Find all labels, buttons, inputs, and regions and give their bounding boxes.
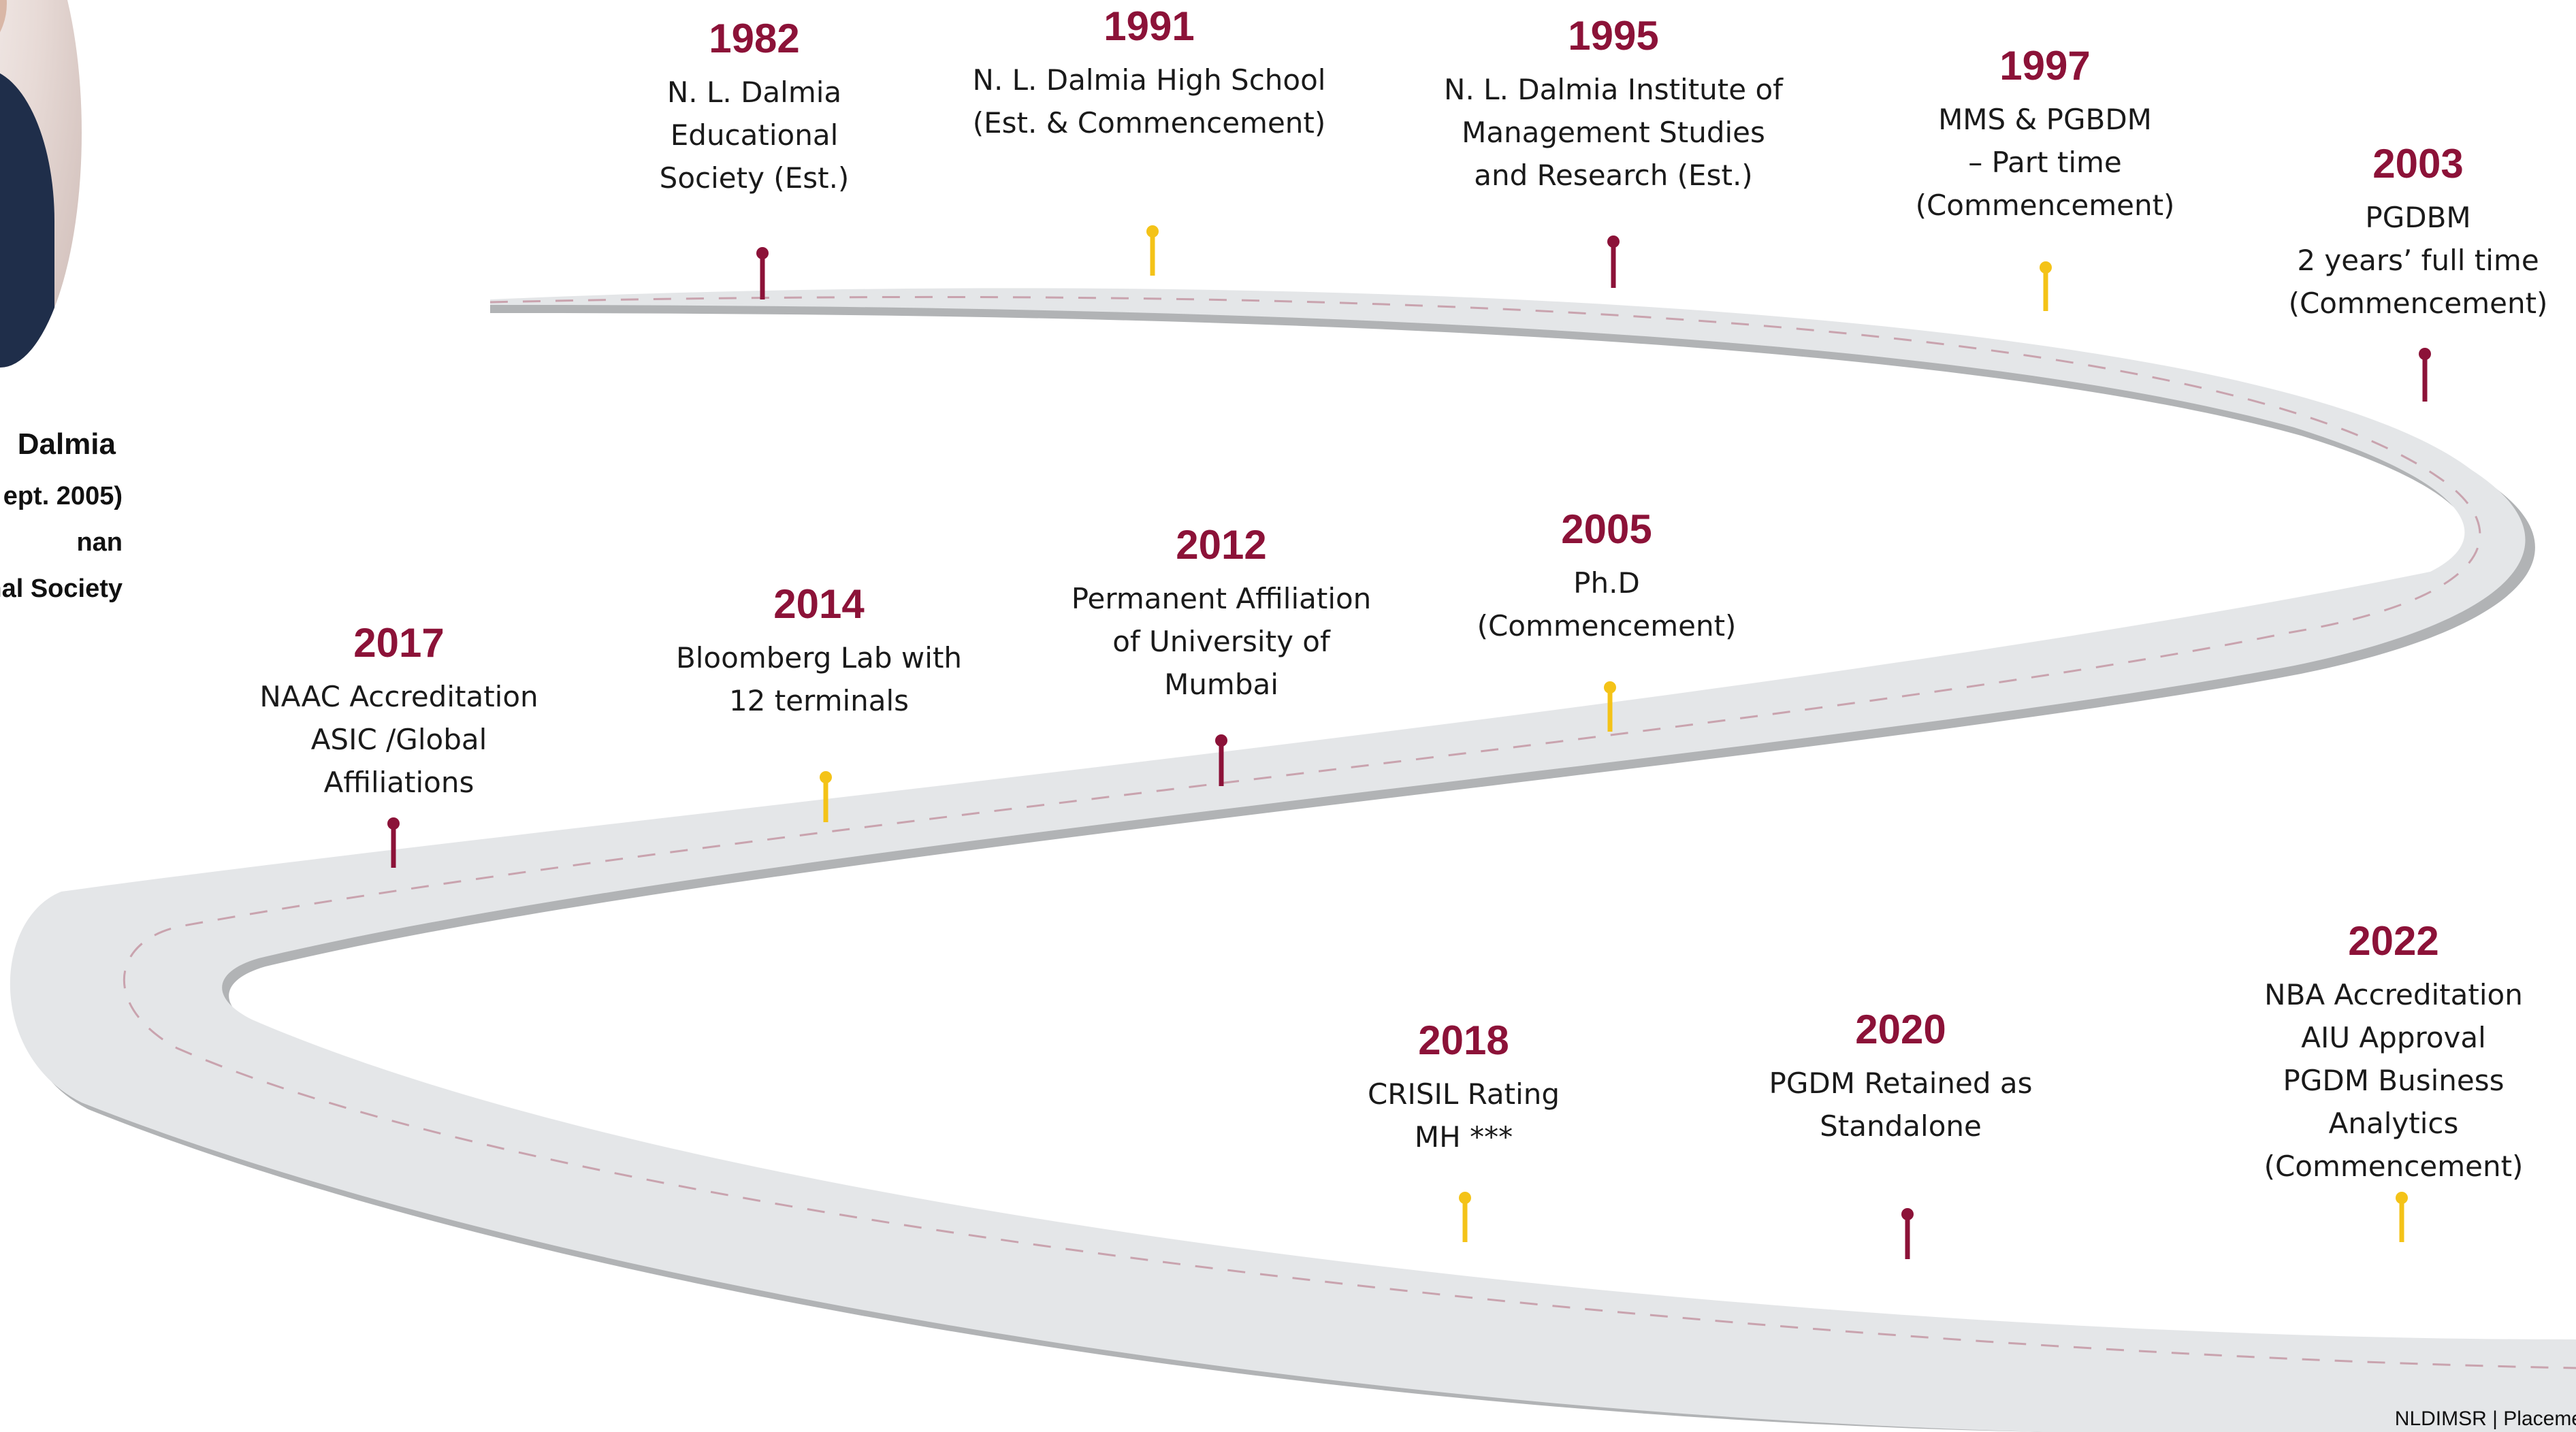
- milestone-year: 2020: [1855, 1007, 1946, 1052]
- milestone-2005: 2005 Ph.D (Commencement): [1477, 507, 1737, 647]
- milestone-pin-head: [1215, 734, 1227, 747]
- milestone-pin-head: [1459, 1192, 1471, 1204]
- road-center-line: [123, 295, 2576, 1369]
- milestone-description: NBA Accreditation AIU Approval PGDM Busi…: [2264, 978, 2524, 1183]
- milestone-1991: 1991 N. L. Dalmia High School (Est. & Co…: [973, 4, 1326, 144]
- portrait-suit: [0, 68, 54, 368]
- milestone-year: 1991: [1104, 3, 1195, 49]
- milestone-pin-head: [1604, 681, 1616, 694]
- milestone-year: 2012: [1176, 522, 1267, 568]
- founder-tenure: ept. 2005): [3, 482, 123, 510]
- milestone-2018: 2018 CRISIL Rating MH ***: [1368, 1018, 1560, 1158]
- milestone-description: NAAC Accreditation ASIC /Global Affiliat…: [259, 680, 538, 799]
- milestone-year: 2003: [2372, 141, 2464, 186]
- milestone-2012: 2012 Permanent Affiliation of University…: [1072, 523, 1372, 706]
- milestone-year: 2022: [2348, 918, 2439, 964]
- milestone-1997: 1997 MMS & PGBDM – Part time (Commenceme…: [1916, 44, 2175, 227]
- milestone-description: CRISIL Rating MH ***: [1367, 1077, 1560, 1154]
- portrait-face: [0, 0, 7, 61]
- milestone-2022: 2022 NBA Accreditation AIU Approval PGDM…: [2264, 919, 2524, 1188]
- milestone-2003: 2003 PGDBM 2 years’ full time (Commencem…: [2289, 142, 2548, 325]
- founder-organization: nal Society: [0, 574, 123, 603]
- milestone-1982: 1982 N. L. Dalmia Educational Society (E…: [660, 16, 850, 199]
- milestone-year: 2014: [773, 581, 865, 627]
- founder-title: nan: [76, 528, 123, 557]
- milestone-pin-head: [820, 771, 832, 783]
- footer-text: NLDIMSR | Placeme: [2394, 1407, 2576, 1430]
- milestone-year: 1982: [709, 16, 800, 61]
- milestone-2014: 2014 Bloomberg Lab with 12 terminals: [676, 582, 962, 722]
- milestone-description: PGDM Retained as Standalone: [1769, 1067, 2033, 1143]
- milestone-description: N. L. Dalmia High School (Est. & Commenc…: [972, 63, 1326, 140]
- milestone-description: N. L. Dalmia Institute of Management Stu…: [1444, 73, 1783, 192]
- milestone-pin-head: [1901, 1208, 1914, 1220]
- milestone-2020: 2020 PGDM Retained as Standalone: [1769, 1007, 2033, 1148]
- milestone-description: Permanent Affiliation of University of M…: [1071, 582, 1372, 701]
- milestone-pin-head: [756, 247, 769, 259]
- milestone-year: 2005: [1561, 506, 1652, 552]
- milestone-pin-head: [387, 817, 400, 830]
- milestone-year: 1995: [1568, 13, 1659, 59]
- milestone-year: 2018: [1418, 1018, 1509, 1063]
- milestone-year: 2017: [353, 620, 445, 666]
- milestone-pin-head: [2419, 348, 2431, 360]
- milestone-description: Bloomberg Lab with 12 terminals: [675, 641, 963, 717]
- milestone-description: MMS & PGBDM – Part time (Commencement): [1915, 103, 2175, 222]
- milestone-year: 1997: [1999, 43, 2091, 88]
- milestone-2017: 2017 NAAC Accreditation ASIC /Global Aff…: [259, 621, 538, 804]
- founder-portrait: [0, 0, 82, 368]
- milestone-pin-head: [1607, 235, 1620, 248]
- road-surface: [10, 288, 2576, 1432]
- founder-name: Dalmia: [17, 427, 116, 461]
- milestone-1995: 1995 N. L. Dalmia Institute of Managemen…: [1444, 14, 1783, 197]
- milestone-pin-head: [2040, 261, 2052, 274]
- milestone-description: PGDBM 2 years’ full time (Commencement): [2288, 201, 2548, 320]
- milestone-pin-head: [2396, 1192, 2408, 1204]
- milestone-description: Ph.D (Commencement): [1477, 566, 1737, 642]
- milestone-pin-head: [1146, 225, 1159, 238]
- milestone-description: N. L. Dalmia Educational Society (Est.): [659, 76, 850, 195]
